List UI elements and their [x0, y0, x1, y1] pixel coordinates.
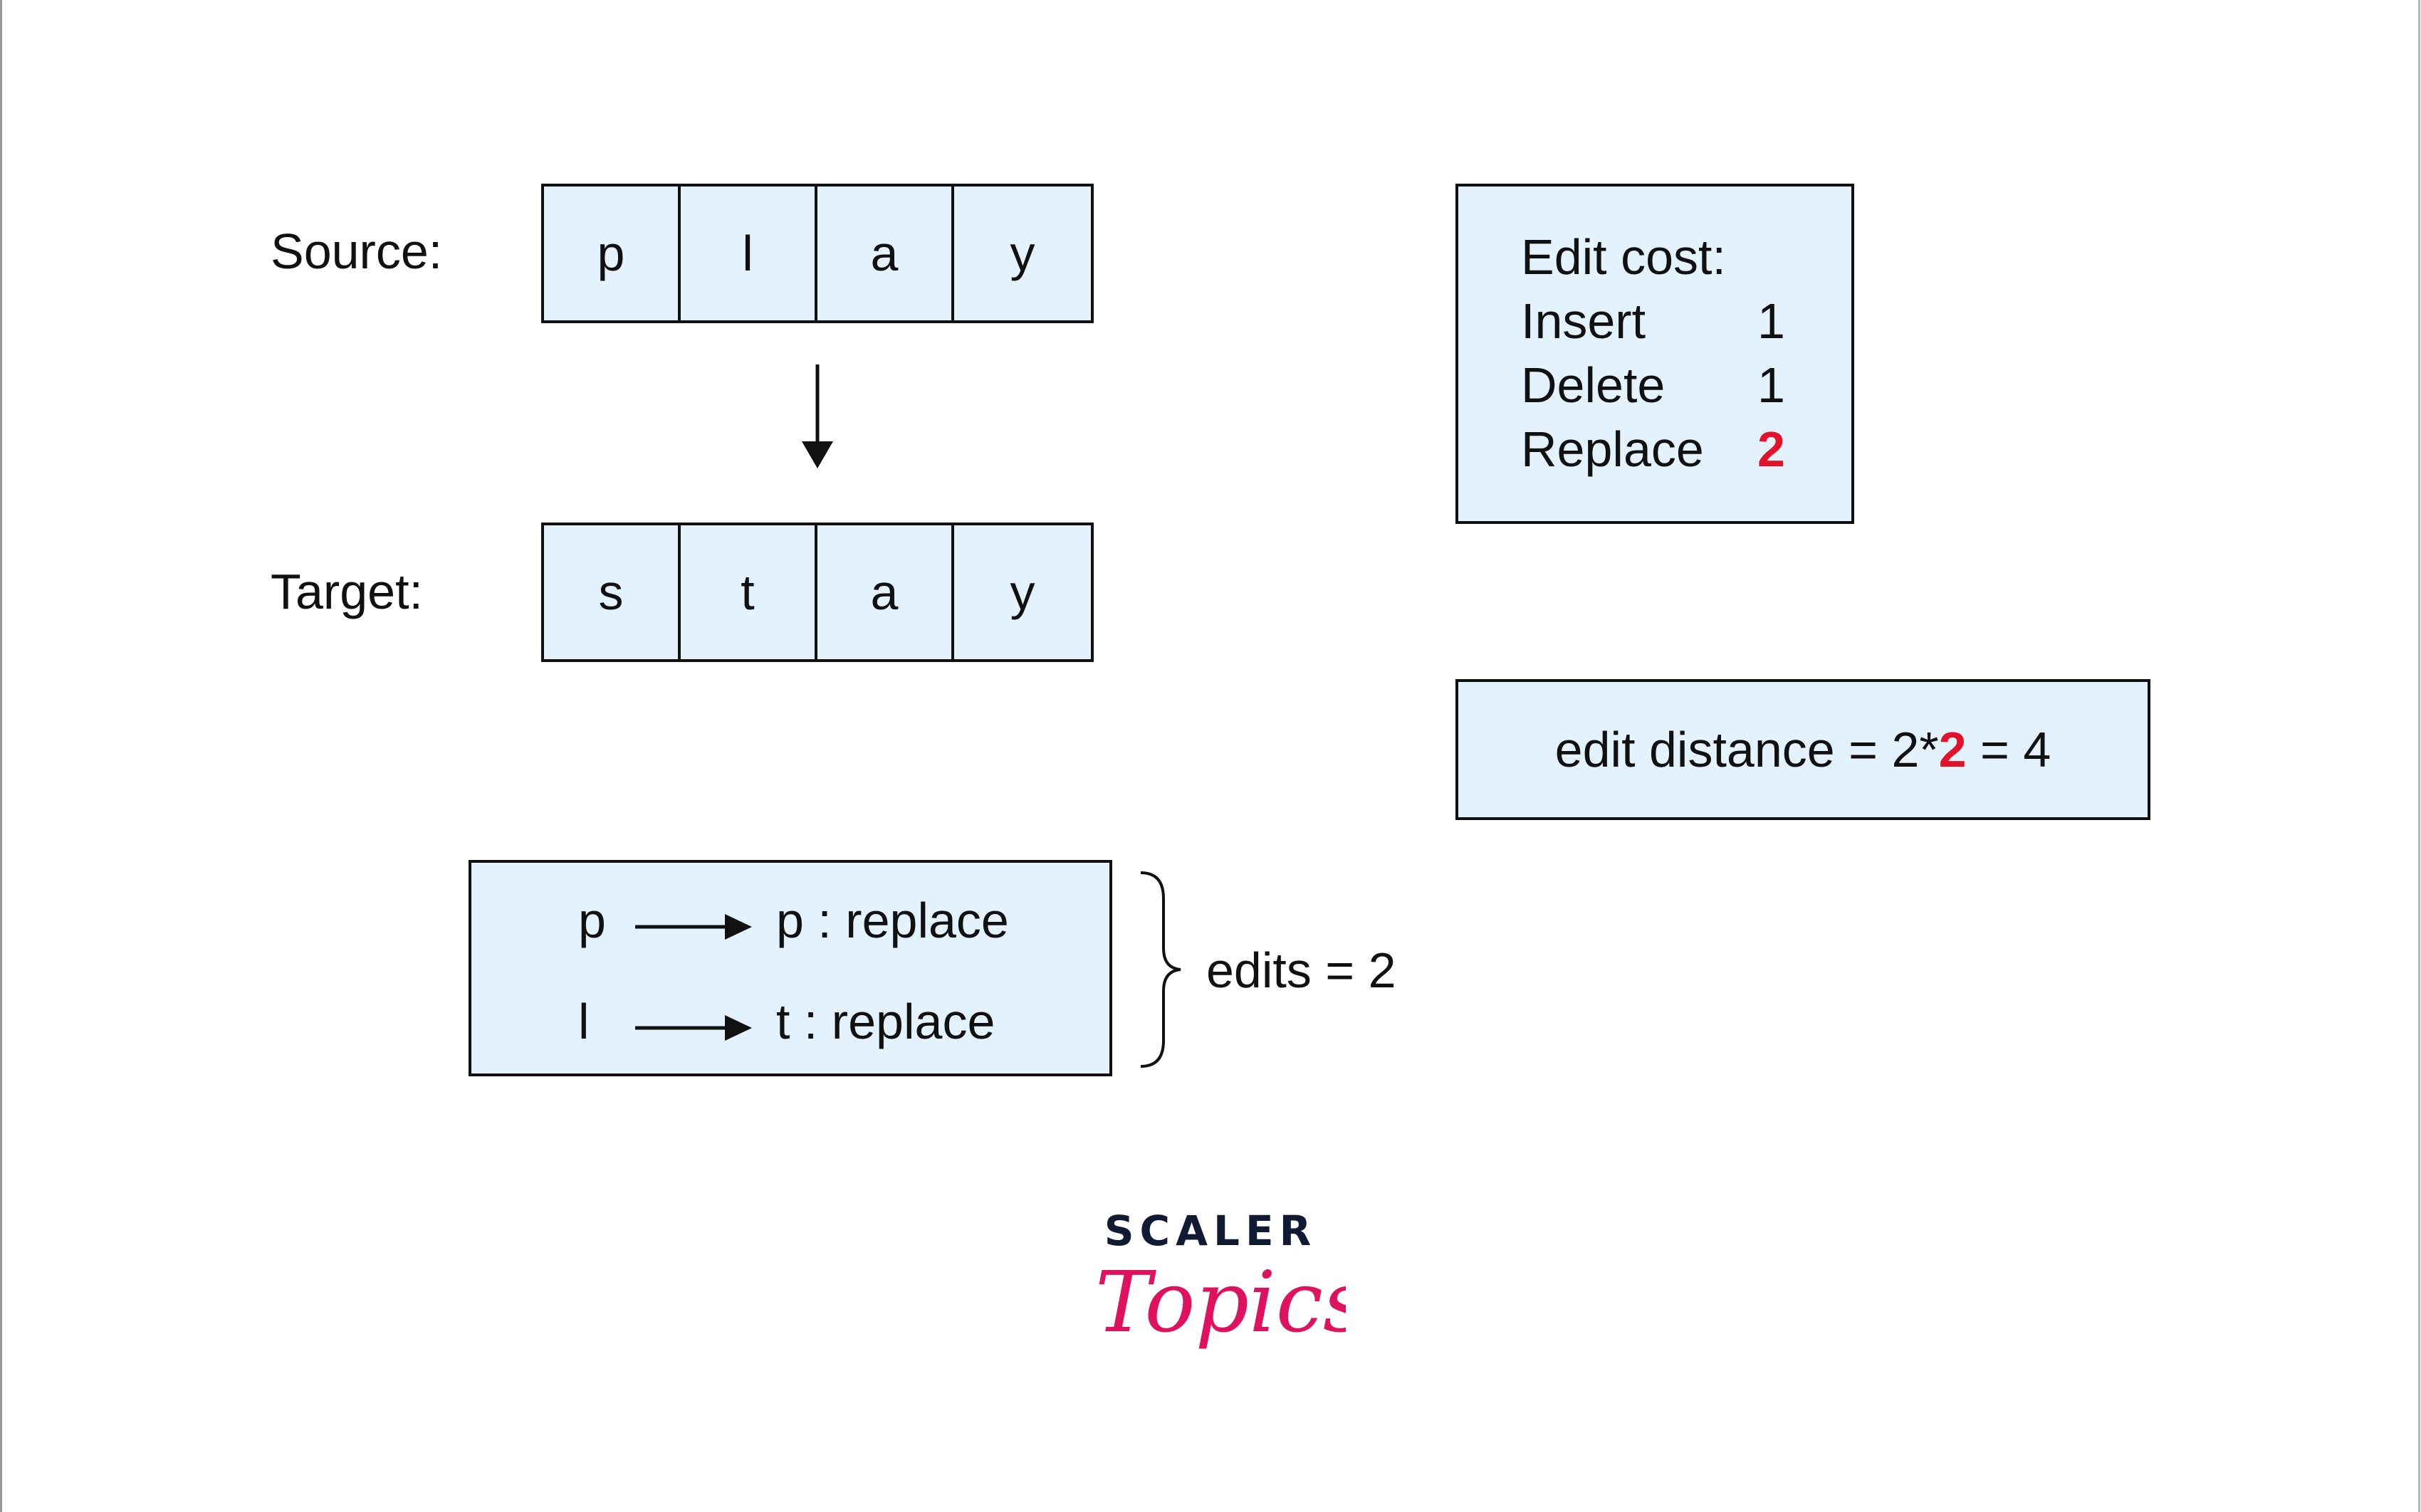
- target-char-cell: y: [1010, 565, 1035, 620]
- curly-brace: [1140, 871, 1181, 1068]
- edit-cost-title: Edit cost:: [1521, 229, 1726, 285]
- cost-op-replace: Replace: [1521, 421, 1704, 477]
- target-char-cell: t: [681, 525, 817, 659]
- cost-op-delete: Delete: [1521, 357, 1666, 413]
- mapping-from: l: [578, 994, 590, 1049]
- right-border-line: [2418, 0, 2420, 1512]
- mapping-to: t : replace: [776, 994, 995, 1049]
- transform-down-arrow: [802, 364, 833, 468]
- edit-distance-formula: edit distance = 2*2 = 4: [1458, 682, 2148, 817]
- source-char-row: p l a y: [541, 184, 1094, 323]
- left-border-line: [0, 0, 2, 1512]
- mapping-arrow: [635, 914, 752, 940]
- cost-value-insert: 1: [1757, 293, 1785, 349]
- source-char-cell: p: [544, 187, 681, 320]
- cost-op-insert: Insert: [1521, 293, 1646, 349]
- target-char-row: s t a y: [541, 523, 1094, 662]
- logo-wordmark-bottom: Topics: [1095, 1253, 1346, 1351]
- formula-prefix: edit distance = 2*: [1554, 722, 1939, 777]
- source-char-cell: a: [817, 187, 954, 320]
- source-label: Source:: [271, 224, 443, 279]
- logo-wordmark-top: SCALER: [1104, 1207, 1317, 1255]
- mappings-box: p p : replace l t : replace: [469, 860, 1112, 1076]
- cost-value-replace: 2: [1757, 421, 1785, 477]
- target-char-cell: a: [817, 525, 954, 659]
- source-char-cell: l: [681, 187, 817, 320]
- mapping-from: p: [578, 893, 606, 948]
- target-char-cell: s: [544, 525, 681, 659]
- target-label: Target:: [271, 564, 423, 619]
- edit-distance-box: edit distance = 2*2 = 4: [1455, 679, 2150, 820]
- formula-suffix: = 4: [1966, 722, 2051, 777]
- logo-script-wordmark: Topics: [1095, 1253, 1346, 1351]
- formula-replace-cost: 2: [1938, 722, 1967, 777]
- edit-cost-box: Edit cost: Insert 1 Delete 1 Replace 2: [1455, 184, 1854, 524]
- mapping-arrow: [635, 1015, 752, 1041]
- edits-count-label: edits = 2: [1206, 943, 1396, 998]
- mapping-to: p : replace: [776, 893, 1009, 948]
- cost-value-delete: 1: [1757, 357, 1785, 413]
- source-char-cell: y: [1010, 226, 1035, 281]
